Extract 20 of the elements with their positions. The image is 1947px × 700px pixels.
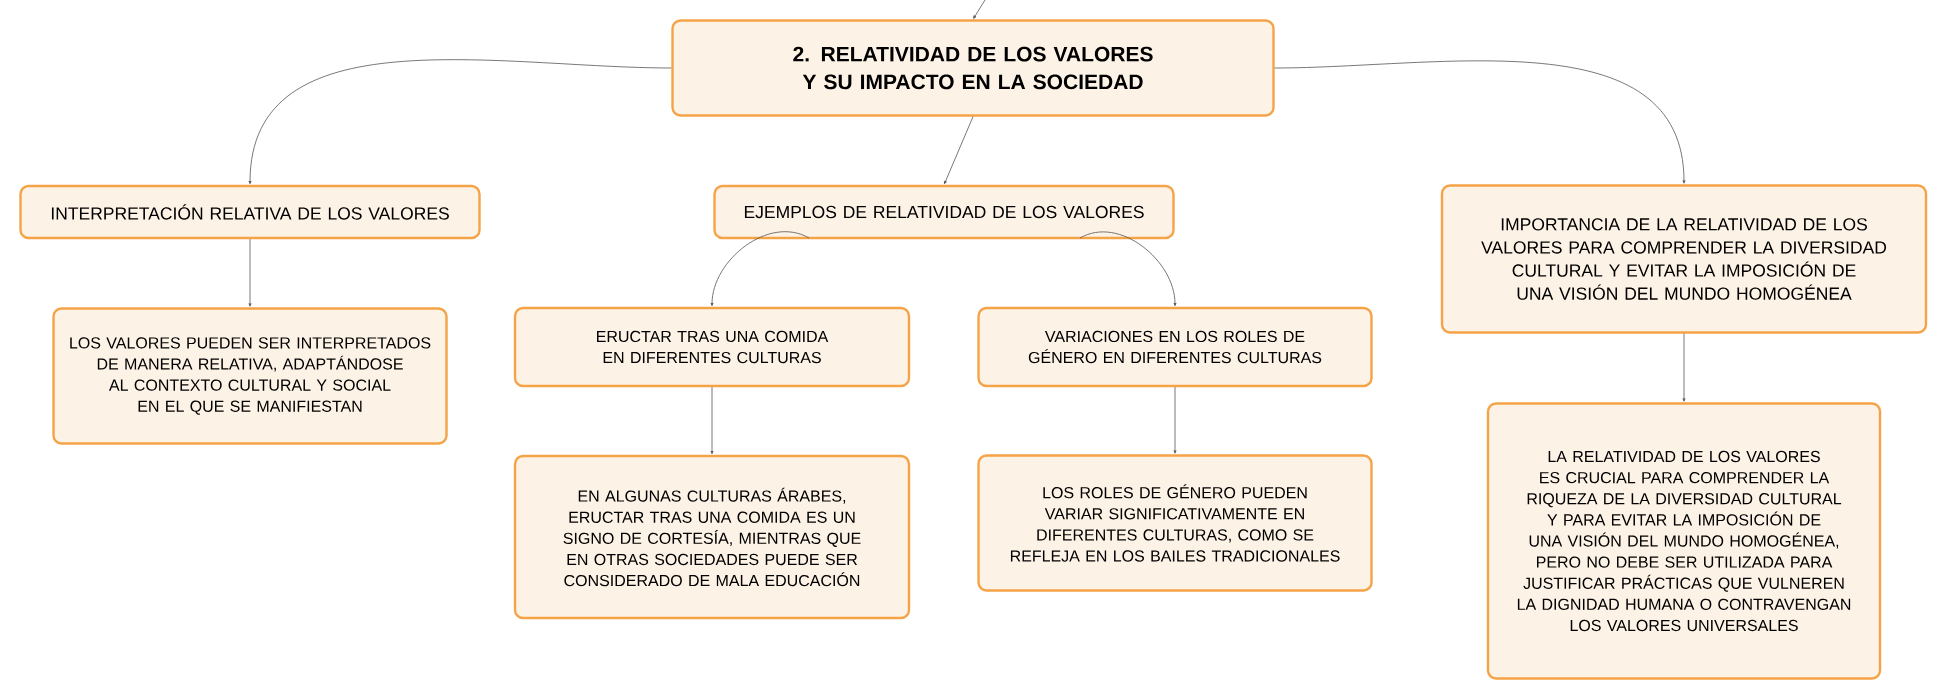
concept-box: LOS ROLES DE GÉNERO PUEDEN VARIAR SIGNIFICATIVAMENTE EN DIFERENTES CULTURAS, COMO SE REFLEJA EN LOS BAILES TRADICIONALES xyxy=(977,454,1373,592)
concept-box: ERUCTAR TRAS UNA COMIDA EN DIFERENTES CULTURAS xyxy=(513,306,911,388)
concept-box: EN ALGUNAS CULTURAS ÁRABES, ERUCTAR TRAS UNA COMIDA ES UN SIGNO DE CORTESÍA, MIENTRAS QUE EN OTRAS SOCIEDADES PUEDE SER CONSIDERADO DE MALA EDUCACIÓN xyxy=(513,454,911,620)
connector-arrow xyxy=(944,116,974,185)
concept-box: INTERPRETACIÓN RELATIVA DE LOS VALORES xyxy=(19,184,481,240)
connector-arrow xyxy=(1173,386,1177,454)
connector-arrow xyxy=(248,238,252,307)
concept-box: LA RELATIVIDAD DE LOS VALORES ES CRUCIAL PARA COMPRENDER LA RIQUEZA DE LA DIVERSIDAD CULTURAL Y PARA EVITAR LA IMPOSICIÓN DE UNA VISIÓN DEL MUNDO HOMOGÉNEA, PERO NO DEBE SER UTILIZADA PARA JUSTIFICAR PRÁCTICAS QUE VULNEREN LA DIGNIDAD HUMANA O CONTRAVENGAN LOS VALORES UNIVERSALES xyxy=(1486,402,1882,680)
connector-arrow xyxy=(248,59,672,185)
connector-arrow xyxy=(1274,60,1686,184)
concept-box: LOS VALORES PUEDEN SER INTERPRETADOS DE MANERA RELATIVA, ADAPTÁNDOSE AL CONTEXTO CULTURAL Y SOCIAL EN EL QUE SE MANIFIESTAN xyxy=(52,307,448,445)
connector-arrow xyxy=(973,0,986,19)
concept-box: IMPORTANCIA DE LA RELATIVIDAD DE LOS VALORES PARA COMPRENDER LA DIVERSIDAD CULTURAL Y EVITAR LA IMPOSICIÓN DE UNA VISIÓN DEL MUNDO HOMOGÉNEA xyxy=(1440,184,1928,334)
concept-box: EJEMPLOS DE RELATIVIDAD DE LOS VALORES xyxy=(713,184,1175,240)
concept-box: VARIACIONES EN LOS ROLES DE GÉNERO EN DIFERENTES CULTURAS xyxy=(977,306,1373,388)
connector-arrow xyxy=(1079,231,1177,307)
connector-arrow xyxy=(1682,333,1686,402)
connector-arrow xyxy=(710,386,714,455)
connector-arrow xyxy=(710,231,810,307)
topic-box: 2. RELATIVIDAD DE LOS VALORES Y SU IMPACTO EN LA SOCIEDAD xyxy=(671,19,1275,117)
